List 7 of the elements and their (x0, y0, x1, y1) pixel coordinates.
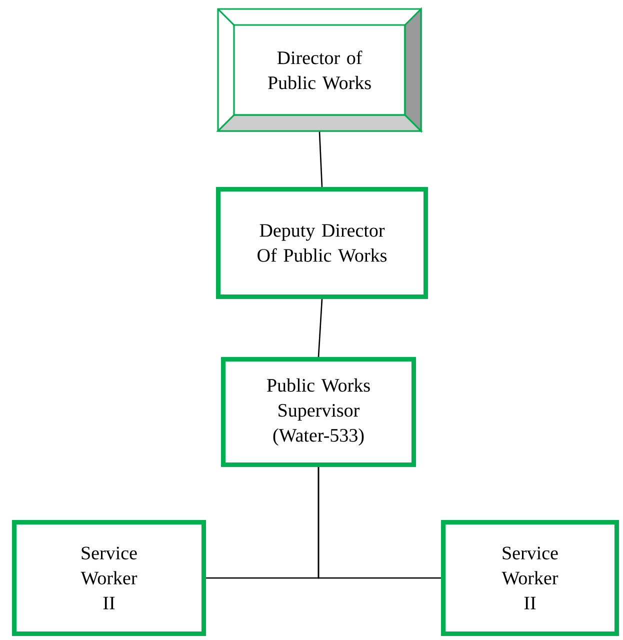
connector-line (318, 298, 323, 358)
connector-line (318, 467, 441, 579)
title-box: Public Works Supervisor (Water-533) (221, 357, 416, 467)
connector-line (318, 132, 323, 188)
title-box: Deputy Director Of Public Works (216, 187, 428, 299)
title-box: Service Worker II (441, 520, 619, 636)
title-box: Service Worker II (12, 520, 206, 636)
